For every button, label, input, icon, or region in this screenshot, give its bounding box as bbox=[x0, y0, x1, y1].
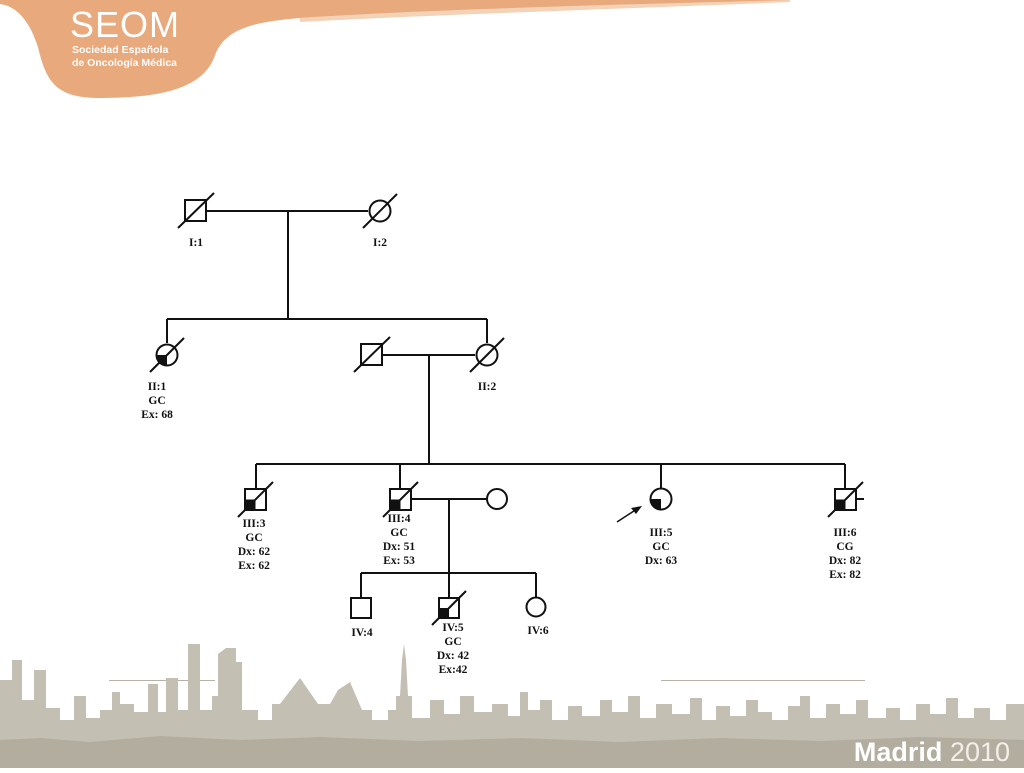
label-II1-id: II:1 bbox=[148, 381, 167, 393]
deceased-slash bbox=[382, 481, 419, 518]
individual-III4: III:4 GC Dx: 51 Ex: 53 bbox=[382, 481, 419, 567]
footer-rule-right bbox=[661, 680, 865, 681]
org-name-line2: de Oncología Médica bbox=[72, 57, 178, 69]
label-III6-id: III:6 bbox=[833, 527, 856, 539]
label-I1: I:1 bbox=[189, 237, 203, 249]
label-II2: II:2 bbox=[478, 381, 497, 393]
proband-arrow-icon bbox=[616, 506, 642, 523]
label-III3-diagnosis: GC bbox=[245, 532, 262, 544]
label-III4-diagnosis: GC bbox=[390, 527, 407, 539]
event-city-year: Madrid 2010 bbox=[854, 737, 1010, 768]
footer-rule-left bbox=[109, 680, 215, 681]
individual-II1: II:1 GC Ex: 68 bbox=[141, 337, 185, 421]
individual-III4-spouse bbox=[486, 488, 508, 510]
label-III5-dx: Dx: 63 bbox=[645, 555, 678, 567]
individual-II-spouse bbox=[353, 336, 391, 373]
header-banner: SEOM Sociedad Española de Oncología Médi… bbox=[0, 0, 1024, 110]
affected-quadrant bbox=[650, 499, 661, 510]
individual-III6: III:6 CG Dx: 82 Ex: 82 bbox=[827, 481, 864, 581]
city-name: Madrid bbox=[853, 737, 943, 767]
org-name-line1: Sociedad Española bbox=[72, 44, 169, 56]
individual-I2: I:2 bbox=[362, 193, 398, 249]
label-IV4: IV:4 bbox=[351, 627, 373, 639]
female-symbol bbox=[486, 488, 508, 510]
deceased-slash bbox=[353, 336, 391, 373]
event-year: 2010 bbox=[949, 737, 1010, 767]
individual-IV4: IV:4 bbox=[350, 597, 373, 639]
deceased-slash bbox=[431, 590, 467, 626]
label-IV6: IV:6 bbox=[527, 625, 549, 637]
label-IV5-exitus: Ex:42 bbox=[439, 664, 468, 676]
label-II1-diagnosis: GC bbox=[148, 395, 165, 407]
individual-IV5: IV:5 GC Dx: 42 Ex:42 bbox=[431, 590, 470, 676]
label-III6-exitus: Ex: 82 bbox=[829, 569, 861, 581]
label-III4-dx: Dx: 51 bbox=[383, 541, 416, 553]
label-III5-diagnosis: GC bbox=[652, 541, 669, 553]
label-III6-diagnosis: CG bbox=[836, 541, 853, 553]
deceased-slash bbox=[362, 193, 398, 229]
individual-IV6: IV:6 bbox=[525, 596, 549, 637]
deceased-slash bbox=[149, 337, 185, 373]
label-IV5-dx: Dx: 42 bbox=[437, 650, 470, 662]
deceased-slash bbox=[827, 481, 864, 518]
label-IV5-diagnosis: GC bbox=[444, 636, 461, 648]
female-symbol bbox=[525, 596, 547, 618]
label-III4-id: III:4 bbox=[387, 513, 410, 525]
madrid-skyline: Madrid 2010 bbox=[0, 600, 1024, 768]
label-II1-exitus: Ex: 68 bbox=[141, 409, 173, 421]
label-III3-id: III:3 bbox=[242, 518, 265, 530]
label-III4-exitus: Ex: 53 bbox=[383, 555, 415, 567]
seom-logo-text: SEOM bbox=[70, 4, 181, 45]
label-III5-id: III:5 bbox=[649, 527, 672, 539]
label-III3-exitus: Ex: 62 bbox=[238, 560, 270, 572]
label-I2: I:2 bbox=[373, 237, 387, 249]
male-symbol bbox=[350, 597, 372, 619]
individual-III3: III:3 GC Dx: 62 Ex: 62 bbox=[237, 481, 274, 572]
deceased-slash bbox=[469, 337, 505, 373]
individual-II2: II:2 bbox=[469, 337, 505, 393]
individual-I1: I:1 bbox=[177, 192, 215, 249]
label-III6-dx: Dx: 82 bbox=[829, 555, 862, 567]
banner-shape bbox=[0, 0, 790, 98]
individual-III5: III:5 GC Dx: 63 bbox=[616, 487, 678, 567]
relationship-lines bbox=[166, 210, 846, 597]
deceased-slash bbox=[177, 192, 215, 229]
label-IV5-id: IV:5 bbox=[442, 622, 464, 634]
label-III3-dx: Dx: 62 bbox=[238, 546, 271, 558]
skyline-silhouette bbox=[0, 644, 1024, 768]
deceased-slash bbox=[237, 481, 274, 518]
